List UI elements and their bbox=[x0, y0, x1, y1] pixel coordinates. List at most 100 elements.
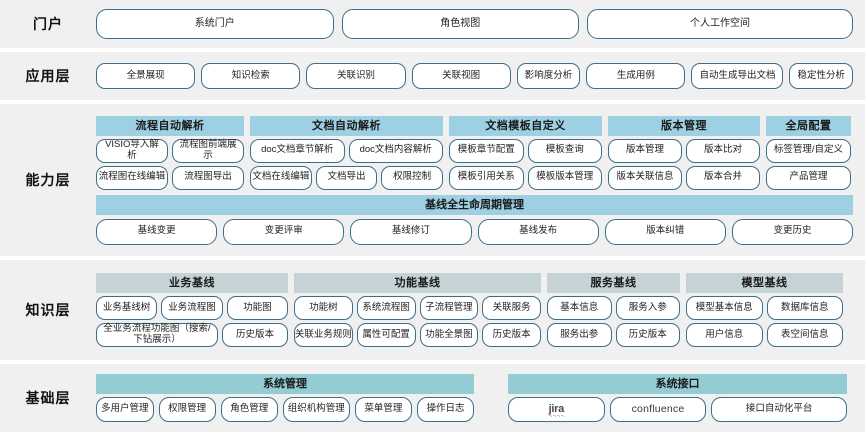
app-item-panorama-display[interactable]: 全景展现 bbox=[96, 63, 196, 89]
group-title-function-baseline: 功能基线 bbox=[294, 273, 541, 293]
capability-group-global-config: 全局配置 标签管理/自定义 产品管理 bbox=[766, 115, 851, 190]
cap-item-tag-mgmt-custom[interactable]: 标签管理/自定义 bbox=[766, 138, 851, 163]
group-row: 版本管理 版本比对 bbox=[608, 138, 760, 163]
base-item-permission-mgmt[interactable]: 权限管理 bbox=[158, 397, 216, 422]
layer-row-application: 应用层 全景展现 知识检索 关联识别 关联视图 影响度分析 生成用例 自动生成导… bbox=[0, 52, 865, 100]
know-item-history-version-function[interactable]: 历史版本 bbox=[482, 323, 541, 347]
cap-item-permission-control[interactable]: 权限控制 bbox=[381, 165, 444, 190]
layer-body-application: 全景展现 知识检索 关联识别 关联视图 影响度分析 生成用例 自动生成导出文档 … bbox=[96, 63, 865, 89]
group-title-doc-template: 文档模板自定义 bbox=[449, 115, 602, 136]
cap-item-doc-online-edit[interactable]: 文档在线编辑 bbox=[250, 165, 312, 190]
group-row: VISIO导入解析 流程图前端展示 bbox=[96, 138, 244, 163]
cap-item-visio-import-parse[interactable]: VISIO导入解析 bbox=[96, 138, 168, 163]
cap-item-doc-content-parse[interactable]: doc文档内容解析 bbox=[348, 138, 443, 163]
confluence-logo-icon: confluence bbox=[631, 402, 685, 415]
know-item-related-service[interactable]: 关联服务 bbox=[482, 296, 541, 320]
know-item-user-info[interactable]: 用户信息 bbox=[686, 323, 763, 347]
base-item-confluence[interactable]: confluence bbox=[609, 397, 707, 422]
cap-item-template-version-mgmt[interactable]: 模板版本管理 bbox=[527, 165, 602, 190]
group-title-version-mgmt: 版本管理 bbox=[608, 115, 760, 136]
portal-item-personal-workspace[interactable]: 个人工作空间 bbox=[587, 9, 853, 39]
cap-item-version-mgmt[interactable]: 版本管理 bbox=[608, 138, 682, 163]
cap-item-template-reference-relation[interactable]: 模板引用关系 bbox=[449, 165, 524, 190]
base-item-role-mgmt[interactable]: 角色管理 bbox=[220, 397, 278, 422]
group-row: 服务出参 历史版本 bbox=[547, 323, 680, 347]
baseline-item-version-correction[interactable]: 版本纠错 bbox=[604, 218, 726, 245]
portal-item-system-portal[interactable]: 系统门户 bbox=[96, 9, 334, 39]
cap-item-product-mgmt[interactable]: 产品管理 bbox=[766, 165, 851, 190]
base-item-operation-log[interactable]: 操作日志 bbox=[416, 397, 475, 422]
know-item-full-business-flow-function-chart[interactable]: 全业务流程功能图（搜索/下钻展示） bbox=[96, 323, 218, 347]
baseline-lifecycle-title: 基线全生命周期管理 bbox=[96, 194, 853, 215]
app-item-relation-view[interactable]: 关联视图 bbox=[411, 63, 511, 89]
base-item-multi-user-mgmt[interactable]: 多用户管理 bbox=[96, 397, 154, 422]
know-item-business-flowchart[interactable]: 业务流程图 bbox=[161, 296, 223, 320]
know-item-subprocess-mgmt[interactable]: 子流程管理 bbox=[419, 296, 479, 320]
know-item-system-flowchart[interactable]: 系统流程图 bbox=[356, 296, 416, 320]
layer-body-portal: 系统门户 角色视图 个人工作空间 bbox=[96, 9, 865, 39]
column-title-system-interface: 系统接口 bbox=[508, 374, 847, 394]
group-row: 模板引用关系 模板版本管理 bbox=[449, 165, 602, 190]
application-item-list: 全景展现 知识检索 关联识别 关联视图 影响度分析 生成用例 自动生成导出文档 … bbox=[96, 63, 853, 89]
group-row: 全业务流程功能图（搜索/下钻展示） 历史版本 bbox=[96, 323, 288, 347]
group-title-process-parsing: 流程自动解析 bbox=[96, 115, 244, 136]
know-item-history-version-business[interactable]: 历史版本 bbox=[222, 323, 288, 347]
know-item-related-business-rule[interactable]: 关联业务规则 bbox=[294, 323, 353, 347]
cap-item-flowchart-online-edit[interactable]: 流程图在线编辑 bbox=[96, 165, 168, 190]
app-item-relation-recognition[interactable]: 关联识别 bbox=[306, 63, 406, 89]
group-row: 业务基线树 业务流程图 功能图 bbox=[96, 296, 288, 320]
baseline-item-revision[interactable]: 基线修订 bbox=[350, 218, 472, 245]
know-item-tablespace-info[interactable]: 表空间信息 bbox=[766, 323, 843, 347]
portal-item-role-view[interactable]: 角色视图 bbox=[341, 9, 580, 39]
layer-label-application: 应用层 bbox=[25, 68, 71, 84]
base-item-org-structure-mgmt[interactable]: 组织机构管理 bbox=[282, 397, 350, 422]
know-item-database-info[interactable]: 数据库信息 bbox=[766, 296, 843, 320]
know-item-service-output-param[interactable]: 服务出参 bbox=[547, 323, 612, 347]
app-item-impact-analysis[interactable]: 影响度分析 bbox=[516, 63, 581, 89]
group-row: 模型基本信息 数据库信息 bbox=[686, 296, 843, 320]
cap-item-version-compare[interactable]: 版本比对 bbox=[686, 138, 760, 163]
know-item-function-chart[interactable]: 功能图 bbox=[226, 296, 288, 320]
know-item-basic-info[interactable]: 基本信息 bbox=[547, 296, 612, 320]
know-item-function-tree[interactable]: 功能树 bbox=[294, 296, 353, 320]
knowledge-group-function-baseline: 功能基线 功能树 系统流程图 子流程管理 关联服务 关联业务规则 属性可配置 功… bbox=[294, 273, 541, 347]
layer-row-capability: 能力层 流程自动解析 VISIO导入解析 流程图前端展示 流程图在线编辑 流程图… bbox=[0, 104, 865, 256]
know-item-service-input-param[interactable]: 服务入参 bbox=[615, 296, 680, 320]
cap-item-template-query[interactable]: 模板查询 bbox=[527, 138, 602, 163]
capability-group-version-mgmt: 版本管理 版本管理 版本比对 版本关联信息 版本合并 bbox=[608, 115, 760, 190]
cap-item-version-relation-info[interactable]: 版本关联信息 bbox=[608, 165, 682, 190]
foundation-column-list: 系统管理 多用户管理 权限管理 角色管理 组织机构管理 菜单管理 操作日志 系统… bbox=[96, 374, 853, 422]
know-item-function-panorama[interactable]: 功能全景图 bbox=[419, 323, 479, 347]
baseline-item-change[interactable]: 基线变更 bbox=[96, 218, 218, 245]
base-item-interface-automation-platform[interactable]: 接口自动化平台 bbox=[711, 397, 848, 422]
knowledge-group-model-baseline: 模型基线 模型基本信息 数据库信息 用户信息 表空间信息 bbox=[686, 273, 843, 347]
layer-label-foundation: 基础层 bbox=[25, 390, 71, 406]
app-item-auto-generate-export-doc[interactable]: 自动生成导出文档 bbox=[691, 63, 784, 89]
app-item-knowledge-search[interactable]: 知识检索 bbox=[201, 63, 301, 89]
layer-body-foundation: 系统管理 多用户管理 权限管理 角色管理 组织机构管理 菜单管理 操作日志 系统… bbox=[96, 374, 865, 422]
app-item-stability-analysis[interactable]: 稳定性分析 bbox=[789, 63, 853, 89]
base-item-jira[interactable]: jira bbox=[508, 397, 605, 422]
baseline-item-release[interactable]: 基线发布 bbox=[477, 218, 599, 245]
know-item-history-version-service[interactable]: 历史版本 bbox=[615, 323, 680, 347]
group-row: 产品管理 bbox=[766, 165, 851, 190]
base-item-menu-mgmt[interactable]: 菜单管理 bbox=[354, 397, 412, 422]
know-item-business-baseline-tree[interactable]: 业务基线树 bbox=[96, 296, 158, 320]
capability-group-list: 流程自动解析 VISIO导入解析 流程图前端展示 流程图在线编辑 流程图导出 文… bbox=[96, 115, 853, 190]
cap-item-version-merge[interactable]: 版本合并 bbox=[686, 165, 760, 190]
know-item-attribute-configurable[interactable]: 属性可配置 bbox=[356, 323, 416, 347]
group-row: 标签管理/自定义 bbox=[766, 138, 851, 163]
app-item-generate-use-case[interactable]: 生成用例 bbox=[586, 63, 686, 89]
group-row: 功能树 系统流程图 子流程管理 关联服务 bbox=[294, 296, 541, 320]
capability-group-doc-template: 文档模板自定义 模板章节配置 模板查询 模板引用关系 模板版本管理 bbox=[449, 115, 602, 190]
cap-item-flowchart-frontend-display[interactable]: 流程图前端展示 bbox=[172, 138, 244, 163]
know-item-model-basic-info[interactable]: 模型基本信息 bbox=[686, 296, 763, 320]
group-row: 用户信息 表空间信息 bbox=[686, 323, 843, 347]
cap-item-doc-export[interactable]: 文档导出 bbox=[315, 165, 378, 190]
cap-item-template-chapter-config[interactable]: 模板章节配置 bbox=[449, 138, 524, 163]
capability-group-doc-parsing: 文档自动解析 doc文档章节解析 doc文档内容解析 文档在线编辑 文档导出 权… bbox=[250, 115, 444, 190]
baseline-item-change-history[interactable]: 变更历史 bbox=[731, 218, 854, 245]
baseline-item-change-review[interactable]: 变更评审 bbox=[223, 218, 345, 245]
cap-item-flowchart-export[interactable]: 流程图导出 bbox=[172, 165, 244, 190]
cap-item-doc-chapter-parse[interactable]: doc文档章节解析 bbox=[250, 138, 345, 163]
